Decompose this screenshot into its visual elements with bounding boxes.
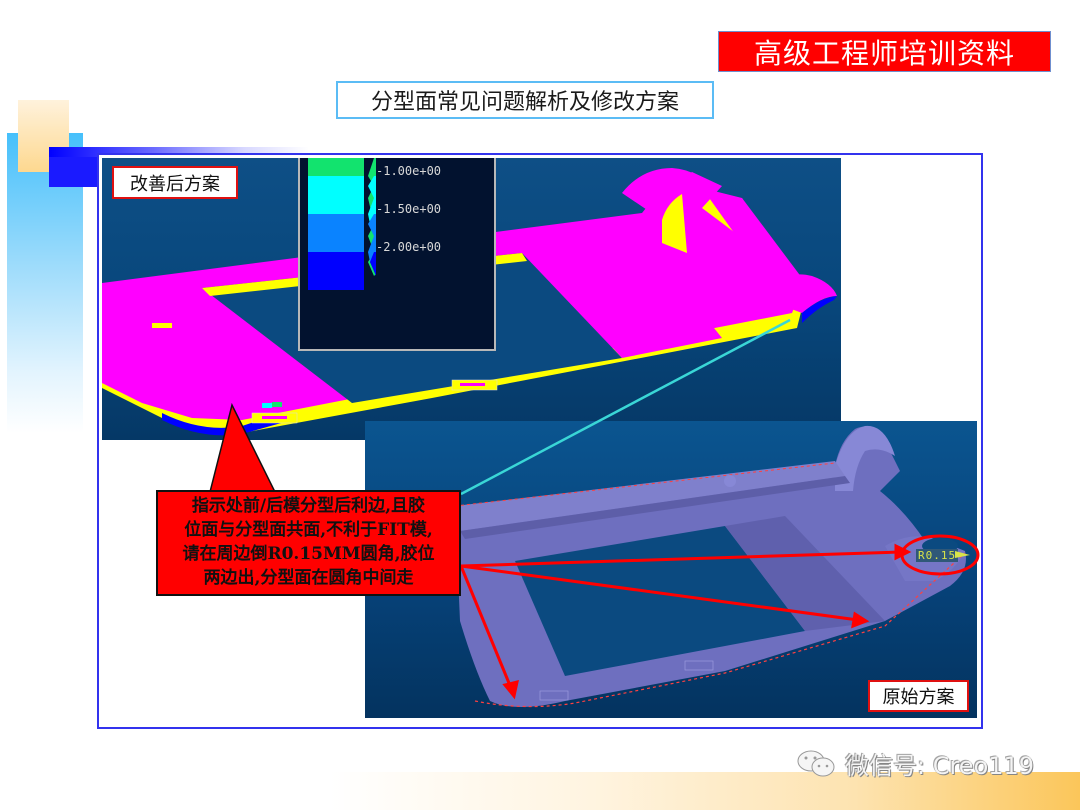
decorative-blue-gradient-bar [49,147,309,157]
legend-swatch-lightblue [308,214,364,252]
legend-swatch-blue [308,252,364,290]
legend-swatch-cyan [308,176,364,214]
callout-line-1: 指示处前/后模分型后利边,且胶 [191,496,426,516]
watermark-text: 微信号: Creo119 [845,752,1035,780]
legend-sawtooth-icon [368,158,376,276]
improved-plan-label: 改善后方案 [112,166,238,199]
watermark: 微信号: Creo119 [795,746,1034,781]
legend-tick-3: -2.00e+00 [376,240,442,254]
wechat-icon [797,750,835,776]
original-plan-label: 原始方案 [868,680,969,712]
slide-title: 分型面常见问题解析及修改方案 [336,81,714,119]
radius-dimension-label: R0.15 [916,549,959,562]
callout-line-2: 位面与分型面共面,不利于FIT模, [184,520,433,540]
legend-tick-1: -1.00e+00 [376,164,442,178]
legend-tick-2: -1.50e+00 [376,202,442,216]
header-badge: 高级工程师培训资料 [718,31,1051,72]
callout-line-3: 请在周边倒R0.15MM圆角,胶位 [182,544,435,564]
callout-line-4: 两边出,分型面在圆角中间走 [203,568,414,588]
color-scale-legend: -1.00e+00 -1.50e+00 -2.00e+00 [298,158,496,351]
decorative-bottom-gradient [330,772,1080,810]
legend-swatch-green [308,158,364,176]
callout-note: 指示处前/后模分型后利边,且胶 位面与分型面共面,不利于FIT模, 请在周边倒R… [156,490,461,596]
